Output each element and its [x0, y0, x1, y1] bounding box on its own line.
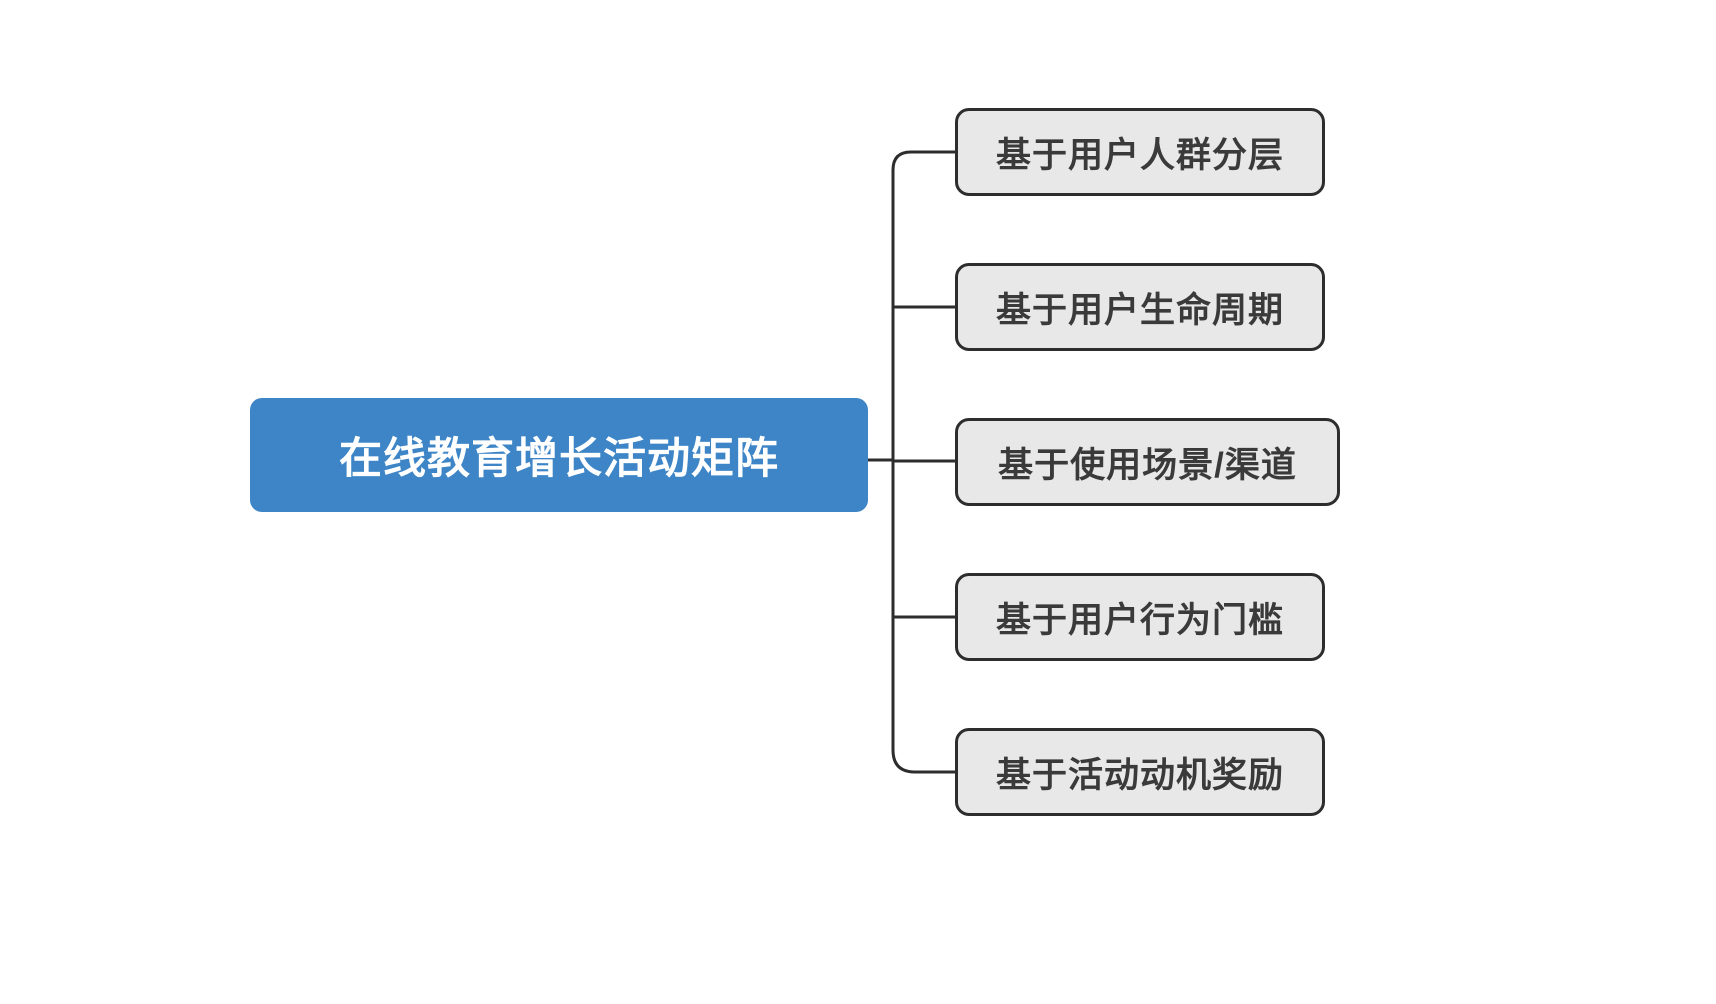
child-node-label: 基于活动动机奖励 [995, 755, 1284, 795]
connector-branch-5 [891, 748, 957, 774]
mindmap-child-node-4[interactable]: 基于用户行为门槛 [955, 573, 1325, 661]
mindmap-root-node[interactable]: 在线教育增长活动矩阵 [250, 398, 868, 512]
root-node-label: 在线教育增长活动矩阵 [339, 435, 779, 483]
child-node-label: 基于用户人群分层 [995, 135, 1284, 175]
child-node-label: 基于用户行为门槛 [995, 600, 1284, 640]
child-node-label: 基于用户生命周期 [995, 290, 1284, 330]
mindmap-child-node-3[interactable]: 基于使用场景/渠道 [955, 418, 1340, 506]
connector-branch-1 [891, 150, 957, 172]
child-node-label: 基于使用场景/渠道 [998, 445, 1297, 485]
mindmap-child-node-1[interactable]: 基于用户人群分层 [955, 108, 1325, 196]
mindmap-child-node-2[interactable]: 基于用户生命周期 [955, 263, 1325, 351]
mindmap-child-node-5[interactable]: 基于活动动机奖励 [955, 728, 1325, 816]
